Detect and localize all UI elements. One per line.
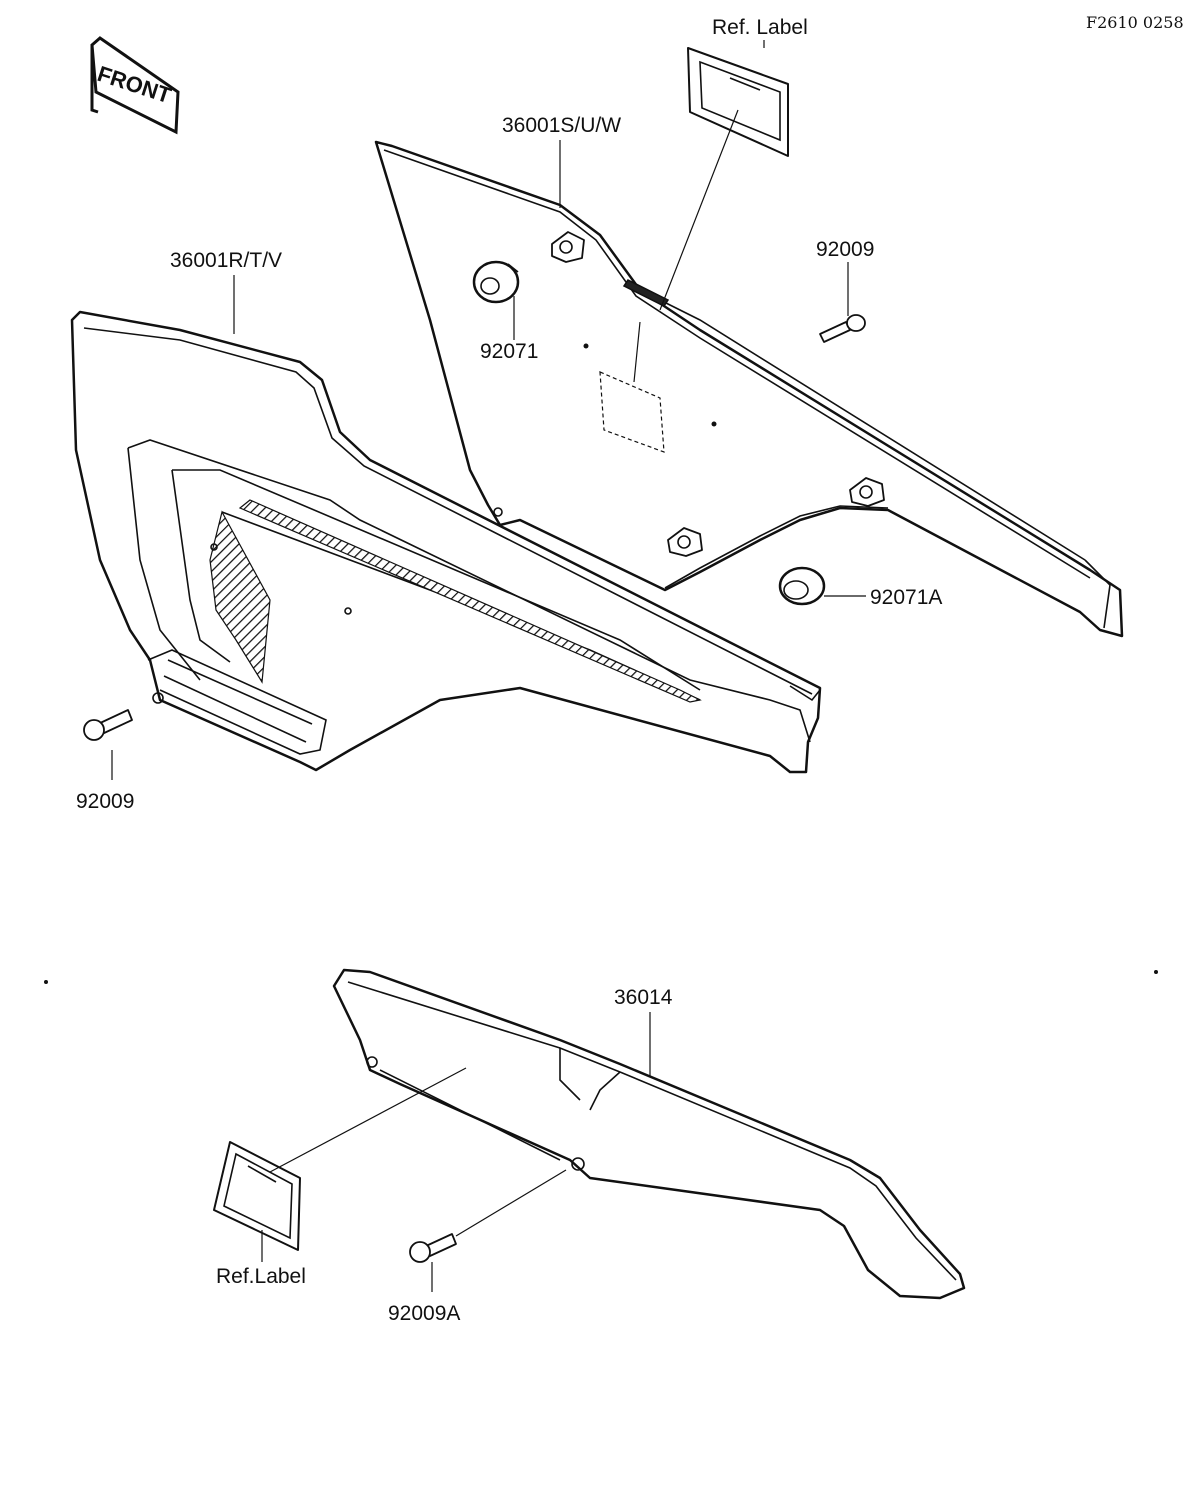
ref-label-plate-top — [687, 47, 789, 157]
callout-92009-left: 92009 — [76, 790, 134, 813]
bolt-92009a — [409, 1233, 457, 1263]
grommet-92071 — [472, 260, 520, 304]
cover-pin-top — [551, 231, 585, 263]
bolt-92009-right — [819, 314, 866, 343]
cover-pin-bottom — [667, 527, 703, 557]
callout-92009a: 92009A — [388, 1302, 460, 1325]
right-side-cover — [374, 140, 1124, 638]
cover-pin-right — [849, 477, 885, 507]
bolt-92009-left — [83, 709, 133, 741]
callout-92071a: 92071A — [870, 586, 942, 609]
callout-92009-right: 92009 — [816, 238, 874, 261]
front-direction-badge: FRONT — [90, 36, 180, 135]
grommet-92071a — [778, 566, 826, 606]
callout-ref-label-bottom: Ref.Label — [216, 1265, 306, 1288]
leader-lines — [111, 40, 866, 1292]
callout-36001rtv: 36001R/T/V — [170, 249, 282, 272]
callout-36014: 36014 — [614, 986, 673, 1009]
callout-36001suw: 36001S/U/W — [502, 114, 621, 137]
chain-cover — [332, 968, 966, 1300]
left-side-cover — [70, 310, 822, 774]
figure-code: F2610 0258 — [1086, 13, 1184, 32]
ref-label-plate-bottom — [213, 1141, 301, 1251]
callout-ref-label-top: Ref. Label — [712, 16, 808, 39]
callout-92071: 92071 — [480, 340, 538, 363]
